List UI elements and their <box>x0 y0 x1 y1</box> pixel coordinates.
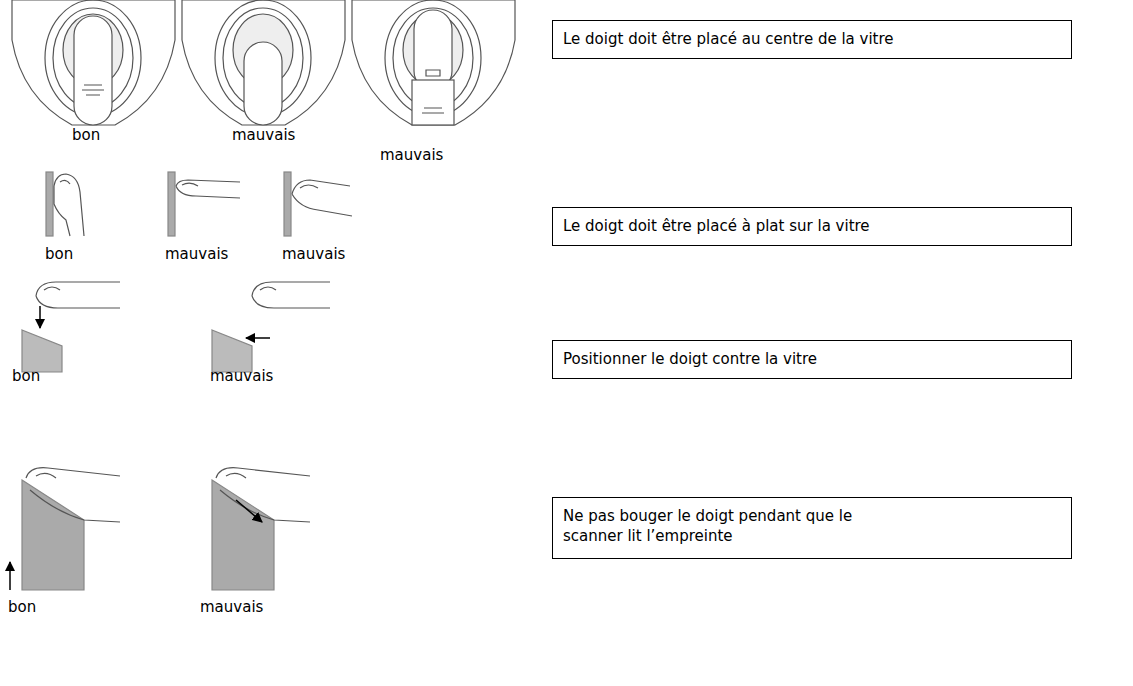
move-finger-bad <box>212 468 310 590</box>
rating-label: mauvais <box>200 598 263 616</box>
instruction-text: Ne pas bouger le doigt pendant que le sc… <box>563 506 893 547</box>
rating-label: bon <box>72 126 100 144</box>
rating-label: mauvais <box>282 245 345 263</box>
rating-label: mauvais <box>380 146 443 164</box>
hold-still-good <box>10 468 120 590</box>
instruction-box: Le doigt doit être placé au centre de la… <box>552 20 1072 59</box>
instruction-box: Le doigt doit être placé à plat sur la v… <box>552 207 1072 246</box>
rating-label: mauvais <box>210 367 273 385</box>
instruction-box: Positionner le doigt contre la vitre <box>552 340 1072 379</box>
scanner-bad-offset <box>352 0 515 125</box>
scanner-bad-low <box>182 0 345 125</box>
finger-tip-bad <box>168 172 240 236</box>
slide-in-bad <box>212 282 330 372</box>
instruction-box: Ne pas bouger le doigt pendant que le sc… <box>552 497 1072 559</box>
scanner-good <box>12 0 175 125</box>
finger-flat-good <box>46 172 84 236</box>
finger-angled-bad <box>284 172 352 236</box>
rating-label: bon <box>12 367 40 385</box>
instruction-text: Le doigt doit être placé à plat sur la v… <box>563 216 1043 236</box>
rating-label: bon <box>45 245 73 263</box>
instruction-text: Le doigt doit être placé au centre de la… <box>563 29 1043 49</box>
rating-label: mauvais <box>232 126 295 144</box>
rating-label: mauvais <box>165 245 228 263</box>
rating-label: bon <box>8 598 36 616</box>
press-down-good <box>22 282 120 372</box>
instruction-text: Positionner le doigt contre la vitre <box>563 349 1043 369</box>
